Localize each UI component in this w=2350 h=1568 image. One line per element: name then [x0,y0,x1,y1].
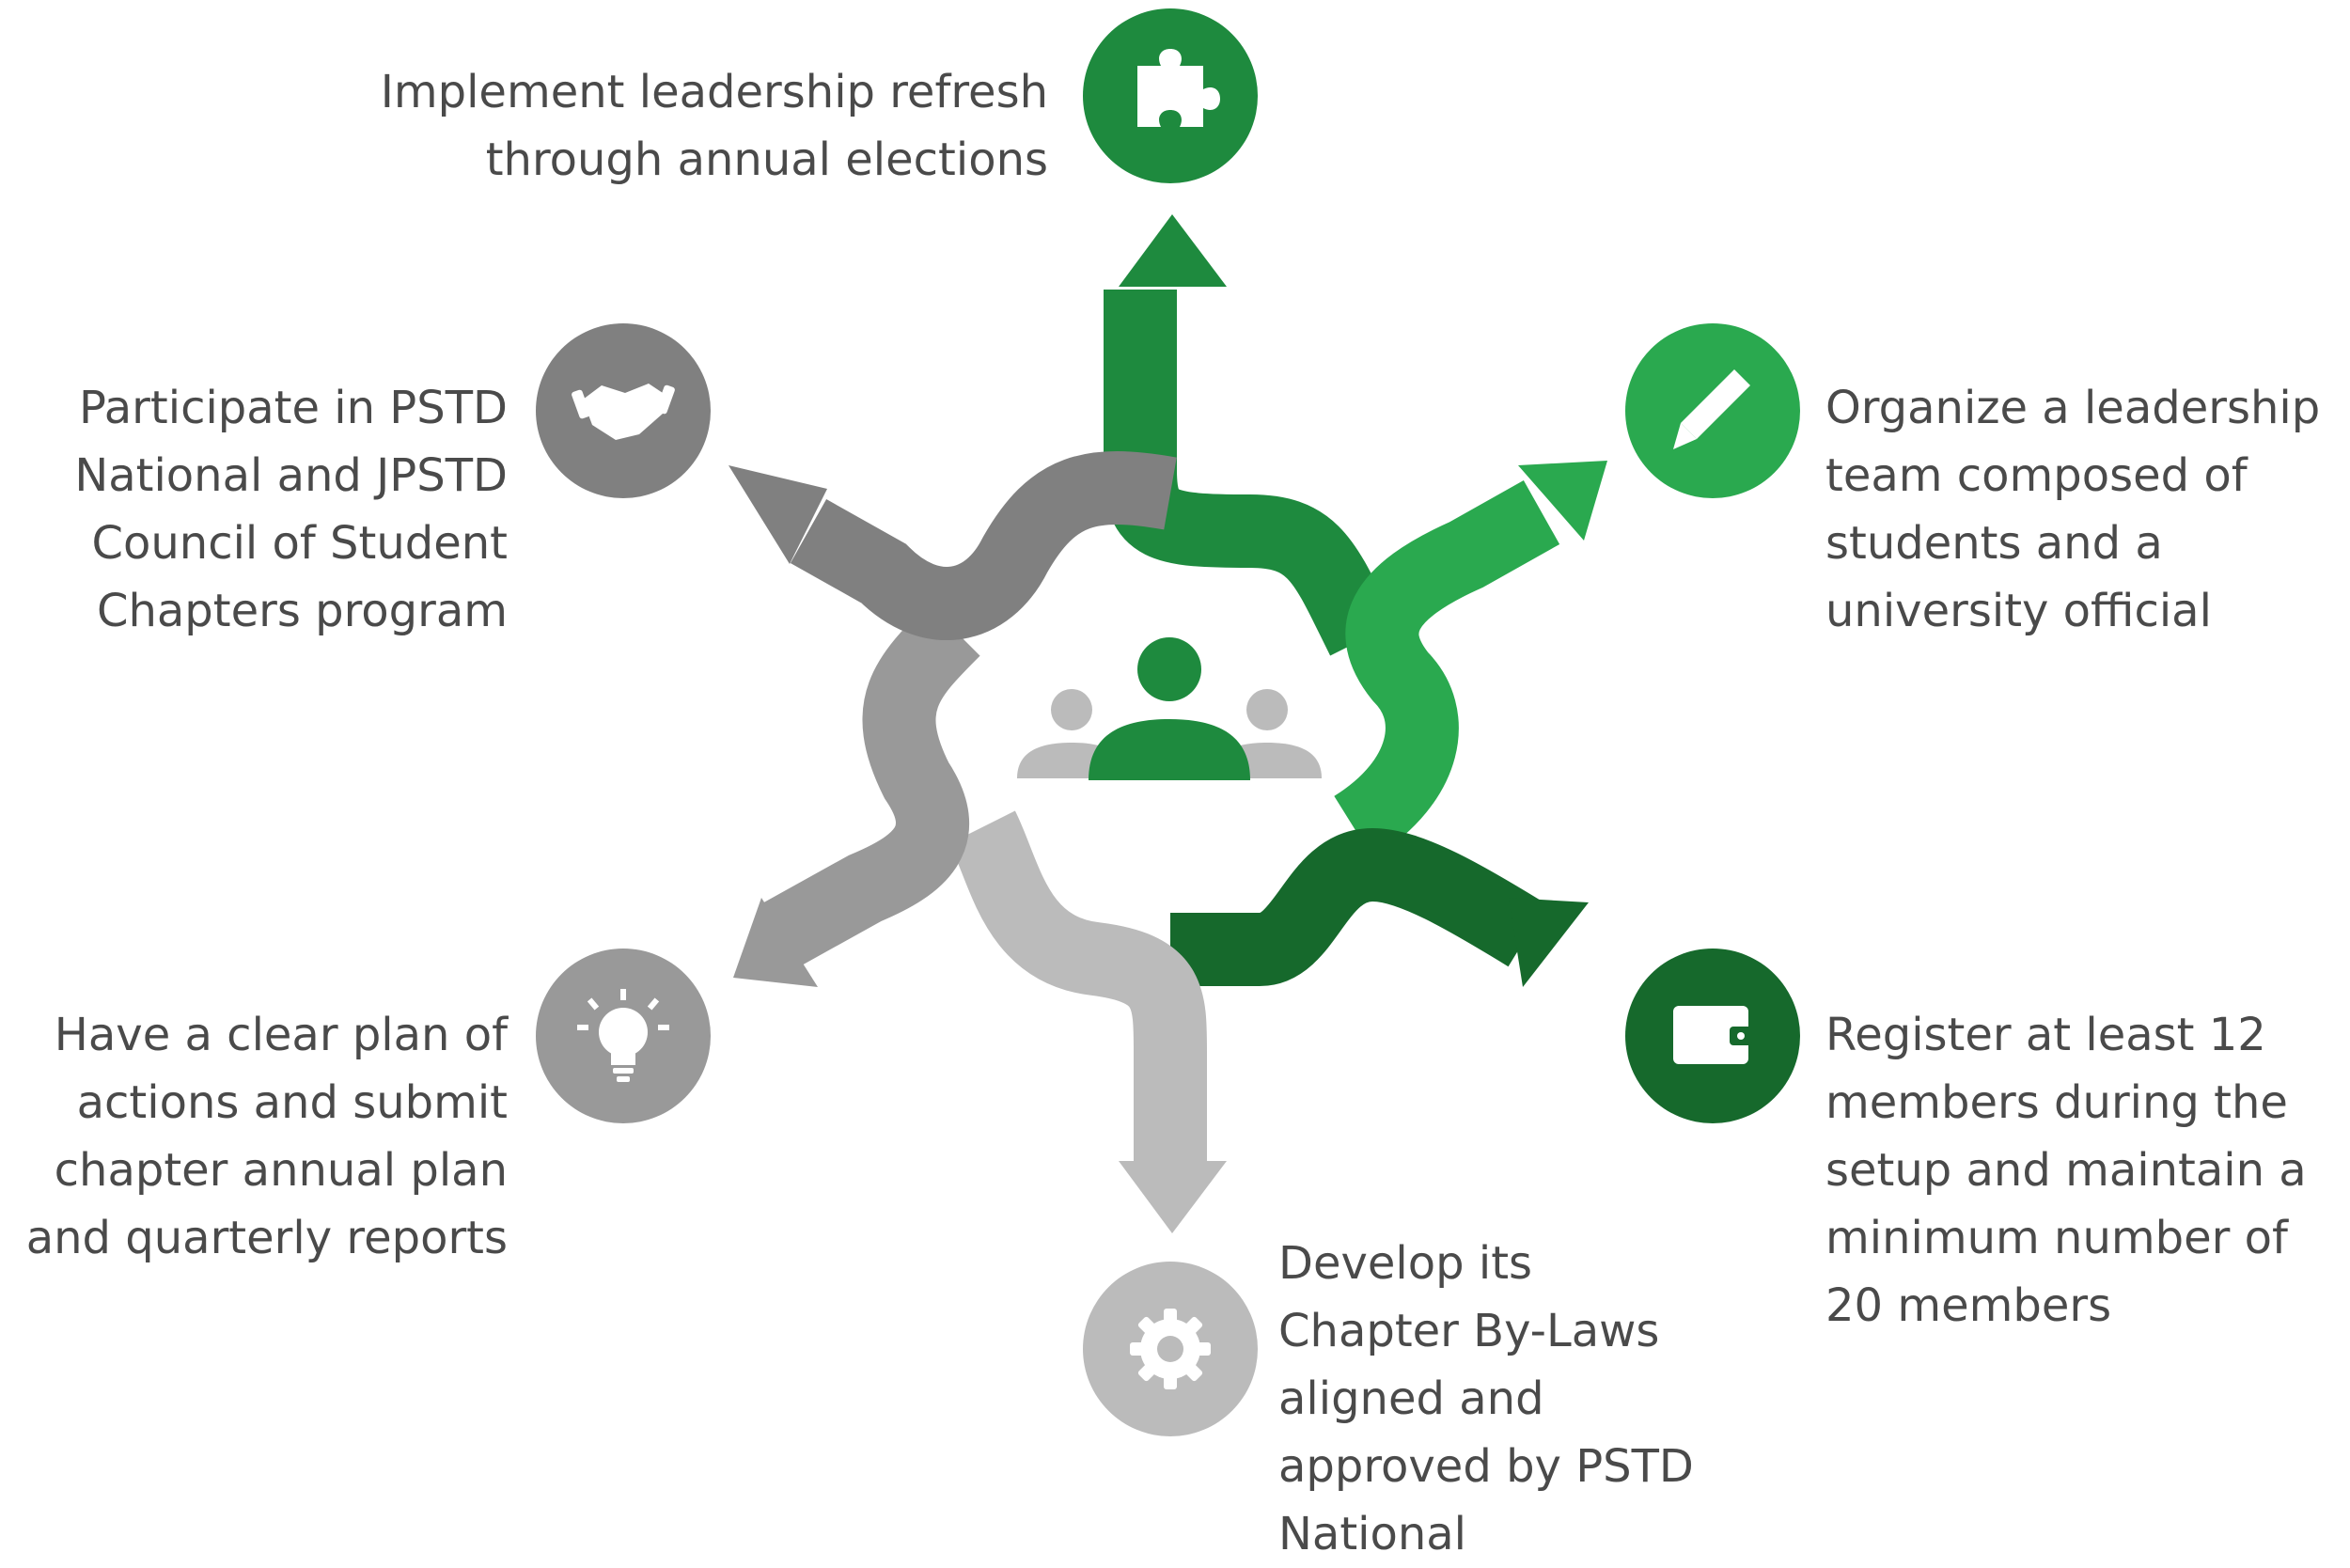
step-bottom-circle [1083,1262,1258,1436]
arrow-lower-left [733,604,980,987]
step-lower-left-circle [536,949,711,1123]
step-lower-right-text: Register at least 12 members during the … [1825,1009,2307,1332]
arrow-upper-left [728,451,1177,640]
step-upper-right-circle [1625,323,1800,498]
step-top-circle [1083,8,1258,183]
step-upper-right-text: Organize a leadership team composed of s… [1825,382,2321,637]
pencil-icon [1673,369,1750,449]
arrow-upper-right [1333,461,1607,859]
arrow-bottom [948,810,1227,1233]
handshake-icon [572,384,675,440]
gear-icon [1130,1309,1211,1389]
step-bottom-text: Develop its Chapter By-Laws aligned and … [1278,1237,1694,1560]
step-lower-right-circle [1625,949,1800,1123]
arrow-top [1104,214,1396,656]
lightbulb-icon [577,989,669,1082]
step-upper-left-text: Participate in PSTD National and JPSTD C… [74,382,508,637]
step-top-text: Implement leadership refresh through ann… [380,66,1048,186]
puzzle-icon [1137,49,1220,127]
arrow-lower-right [1170,827,1589,987]
step-lower-left-text: Have a clear plan of actions and submit … [25,1009,508,1264]
step-upper-left-circle [536,323,711,498]
team-people-icon [1017,637,1322,780]
wallet-icon [1673,1006,1752,1064]
